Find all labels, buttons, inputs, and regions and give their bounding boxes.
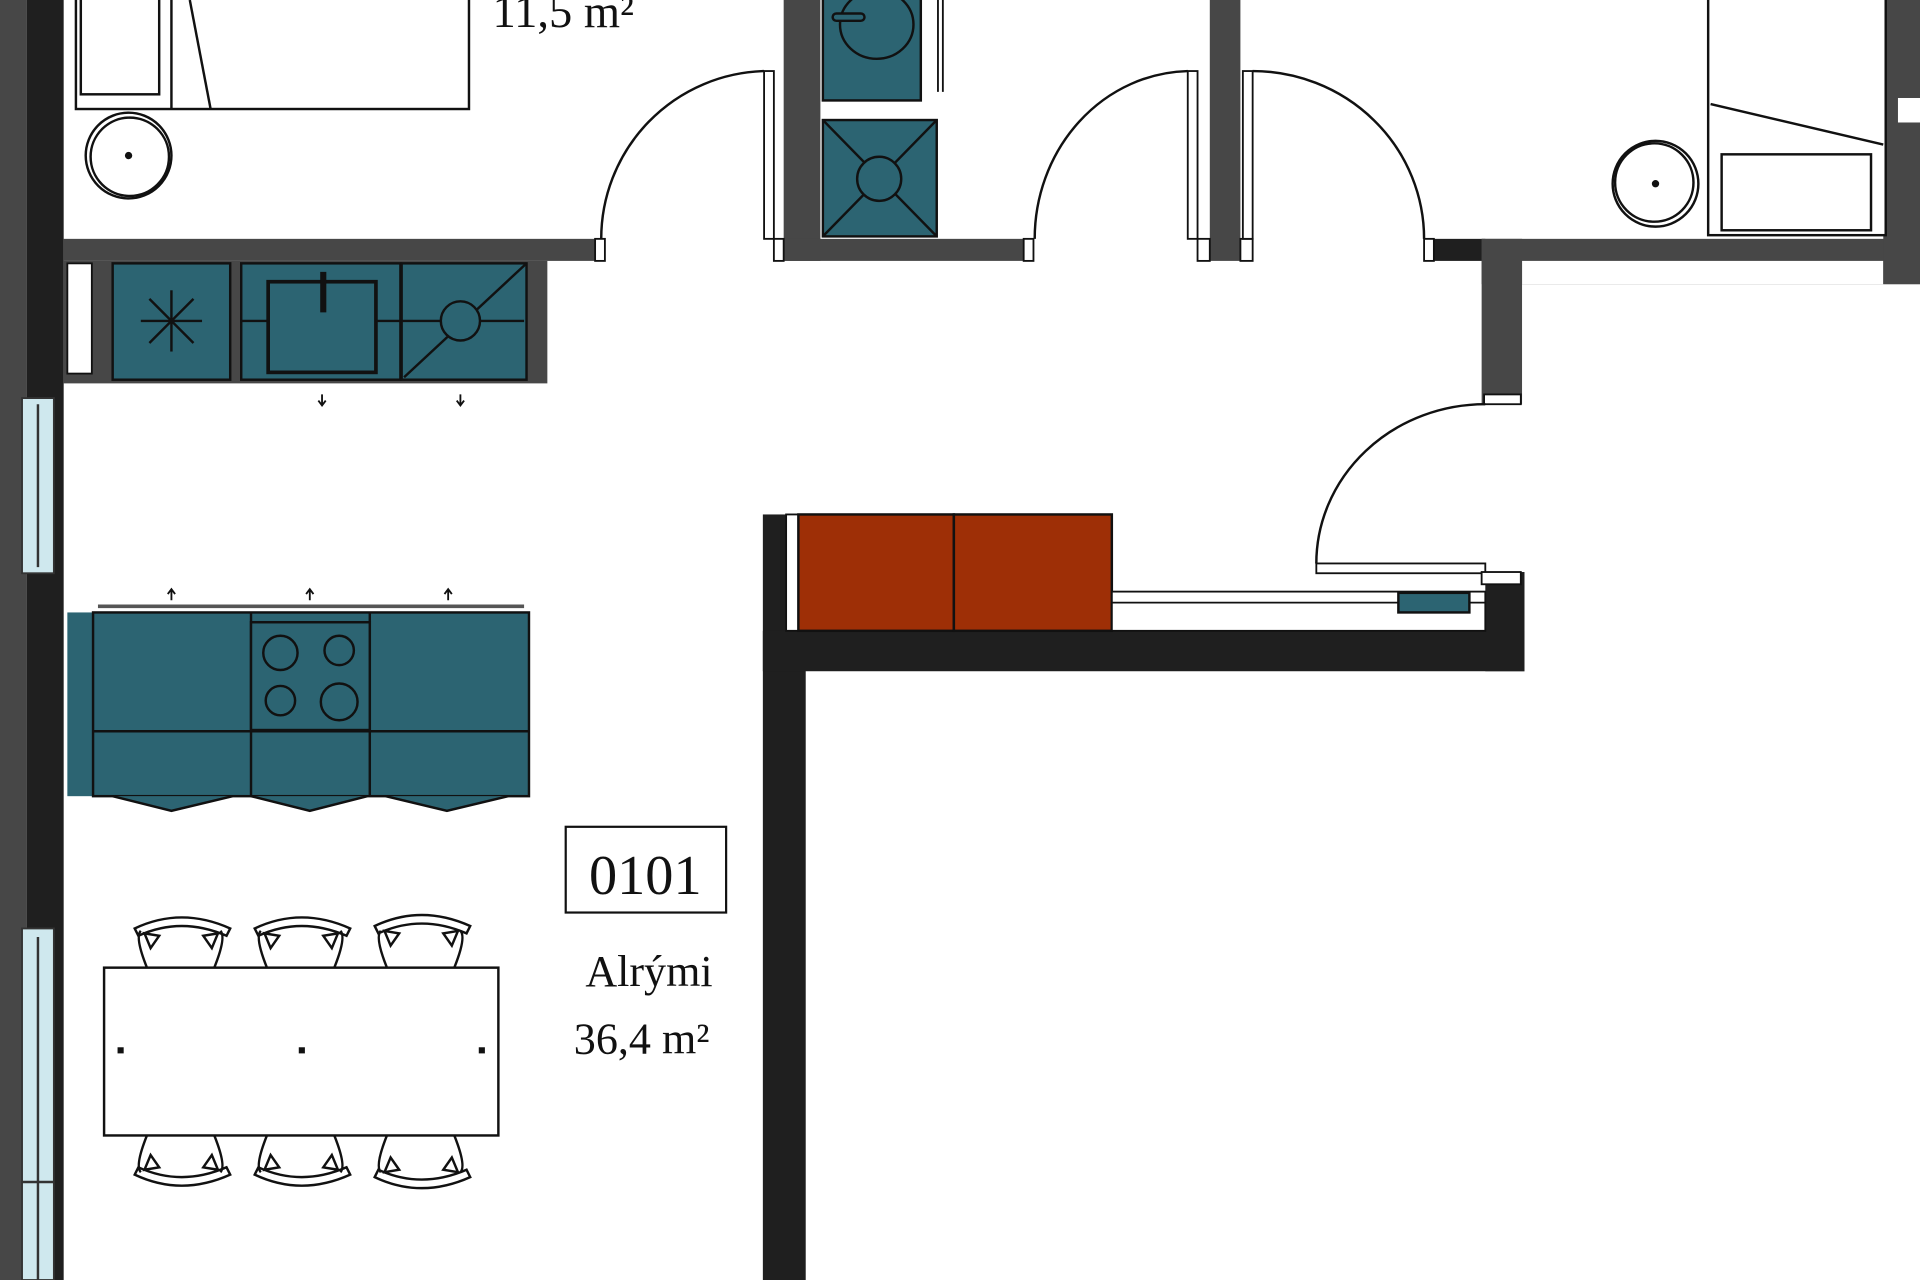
dining-set [102, 913, 500, 1190]
kitchen-sink [239, 262, 402, 381]
room-name-living: Alrými [585, 947, 712, 996]
wardrobe-2 [952, 513, 1114, 633]
wall-bedroom-kitchen [63, 238, 601, 261]
chairs-top [133, 913, 472, 969]
unit-number: 0101 [589, 845, 702, 907]
exterior-wall-right [1883, 0, 1920, 285]
room-area-living: 36,4 m² [574, 1014, 710, 1063]
door-bathroom [1033, 69, 1199, 240]
wall-bedroom-right-bottom [1424, 238, 1486, 261]
wall-corridor-horizontal [762, 630, 1525, 672]
wardrobe-1 [797, 513, 956, 633]
chairs-bottom [133, 1135, 472, 1190]
nightstand-lamp-right [1611, 139, 1700, 228]
wall-bathroom-bottom [773, 238, 1029, 261]
wall-column [1209, 0, 1241, 261]
dishwasher [400, 262, 528, 381]
wall-bathroom-left [783, 0, 821, 261]
kitchen-unit-fan [111, 262, 232, 381]
room-area-bedroom: 11,5 m² [493, 0, 634, 38]
bed-left [74, 0, 471, 111]
shower [821, 118, 938, 238]
door-storage [1315, 402, 1487, 575]
unit-label-box [564, 825, 728, 914]
door-bedroom-left [600, 69, 775, 240]
nightstand-lamp-left [84, 111, 173, 200]
door-bedroom-right [1241, 69, 1426, 240]
bed-right [1706, 0, 1887, 237]
fridge [66, 262, 93, 375]
sliding-rail [1110, 590, 1487, 632]
cooktop [249, 621, 372, 732]
bathroom-sink [821, 0, 923, 102]
